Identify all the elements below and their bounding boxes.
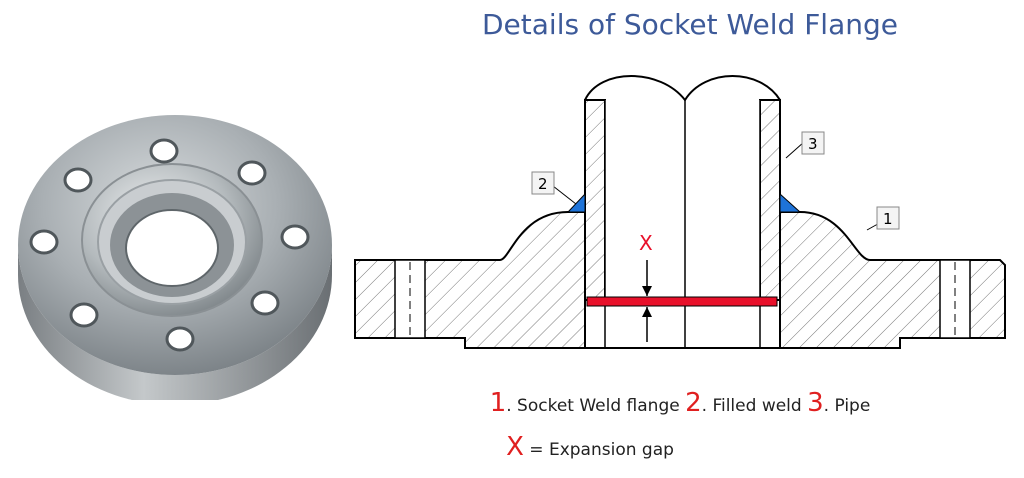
legend-line: 1. Socket Weld flange 2. Filled weld 3. … — [400, 388, 960, 418]
legend-text-2: . Filled weld — [701, 396, 808, 416]
page-title: Details of Socket Weld Flange — [482, 8, 898, 41]
callout-1-box — [876, 206, 900, 230]
legend-gap-symbol: X — [506, 432, 524, 462]
pipe-break-line — [584, 75, 781, 102]
callout-1: 1 — [883, 210, 893, 228]
flange-section-left — [354, 211, 586, 349]
bolt-hole-right — [939, 259, 971, 339]
flange-photo — [18, 115, 332, 400]
fillet-weld-right — [779, 192, 802, 213]
pipe-bore — [605, 100, 760, 300]
bolt-hole-left — [394, 259, 426, 339]
legend-gap-text: = Expansion gap — [523, 440, 674, 460]
legend-text-1: . Socket Weld flange — [506, 396, 686, 416]
legend-num-3: 3 — [807, 388, 824, 418]
fillet-weld-left — [566, 192, 586, 213]
flange-section-right — [779, 211, 1006, 349]
callout-2: 2 — [538, 175, 548, 193]
expansion-gap — [586, 296, 778, 307]
callout-3: 3 — [808, 135, 818, 153]
gap-label: X — [639, 231, 653, 255]
legend-num-1: 1 — [489, 388, 507, 418]
legend-num-2: 2 — [685, 388, 702, 418]
pipe-wall-left — [584, 99, 606, 301]
callout-3-box — [801, 131, 825, 155]
callout-2-box — [531, 171, 555, 195]
pipe-wall-right — [759, 99, 781, 301]
legend-gap-line: X = Expansion gap — [400, 432, 780, 462]
legend-text-3: . Pipe — [823, 396, 871, 416]
cross-section-diagram: X 1 2 3 — [354, 75, 1006, 349]
